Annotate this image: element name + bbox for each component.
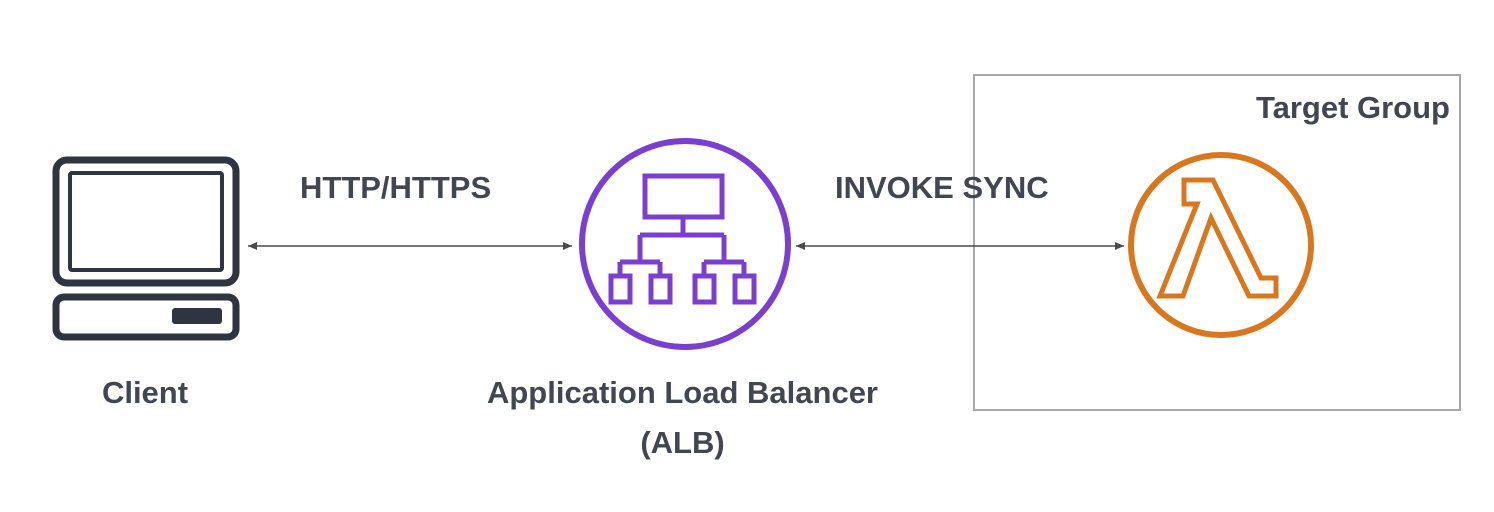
- lambda-icon: [1128, 152, 1314, 338]
- invoke-connection-label: INVOKE SYNC: [835, 170, 1049, 205]
- http-connection-label: HTTP/HTTPS: [300, 170, 492, 205]
- load-balancer-icon: [579, 138, 791, 350]
- alb-label: Application Load Balancer: [486, 375, 878, 410]
- alb-sublabel: (ALB): [640, 425, 725, 460]
- target-group-label: Target Group: [1255, 90, 1450, 125]
- client-label: Client: [101, 375, 189, 410]
- laptop-client-icon: [52, 156, 240, 341]
